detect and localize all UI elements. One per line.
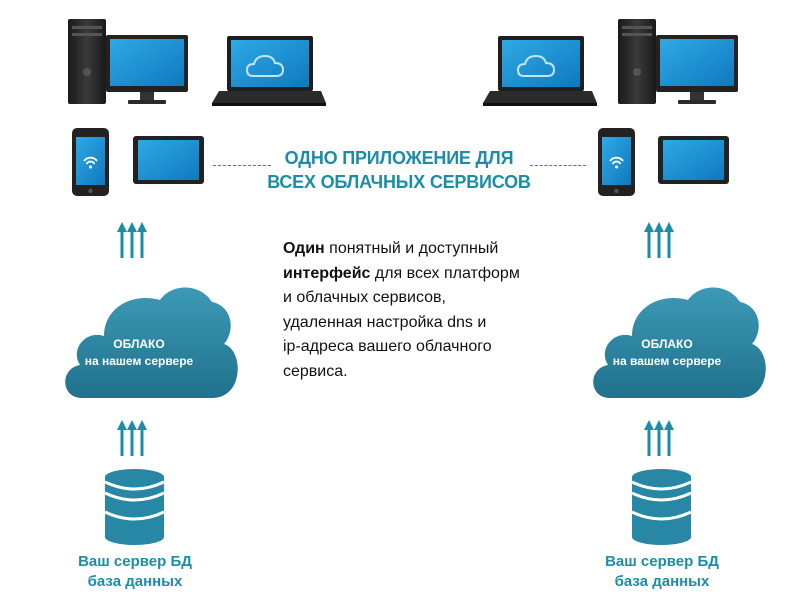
db-right-line-1: Ваш сервер БД [605, 553, 719, 570]
tablet-icon [658, 136, 729, 184]
db-left-line-1: Ваш сервер БД [78, 553, 192, 570]
cloud-left-line-1: ОБЛАКО [113, 337, 165, 351]
up-arrows-icon [117, 420, 147, 456]
database-icon [631, 469, 692, 545]
cloud-icon [593, 287, 766, 398]
description-text: Один понятный и доступный интерфейс для … [283, 237, 583, 384]
desc-line-6: сервиса. [283, 362, 348, 380]
cloud-right-line-2: на вашем сервере [612, 354, 722, 368]
title-line-1: ОДНО ПРИЛОЖЕНИЕ ДЛЯ [284, 148, 514, 168]
connector-line-right [530, 165, 586, 166]
title-line-2: ВСЕХ ОБЛАЧНЫХ СЕРВИСОВ [267, 172, 531, 192]
connector-line-left [213, 165, 271, 166]
db-label-right: Ваш сервер БД база данных [582, 552, 742, 592]
db-label-left: Ваш сервер БД база данных [55, 552, 215, 592]
database-icon [104, 469, 165, 545]
page-title: ОДНО ПРИЛОЖЕНИЕ ДЛЯ ВСЕХ ОБЛАЧНЫХ СЕРВИС… [262, 146, 536, 194]
desktop-computer-icon [618, 19, 738, 104]
cloud-label-left: ОБЛАКО на нашем сервере [64, 336, 214, 370]
smartphone-wifi-icon [72, 128, 109, 196]
smartphone-wifi-icon [598, 128, 635, 196]
desc-bold-interface: интерфейс [283, 264, 371, 282]
desktop-computer-icon [68, 19, 188, 104]
cloud-label-right: ОБЛАКО на вашем сервере [592, 336, 742, 370]
laptop-cloud-icon [212, 36, 326, 106]
desc-text-two: для всех платформ [370, 264, 520, 282]
cloud-left-line-2: на нашем сервере [84, 354, 194, 368]
desc-bold-one: Один [283, 240, 325, 257]
desc-line-3: и облачных сервисов, [283, 289, 446, 306]
db-left-line-2: база данных [87, 573, 183, 590]
desc-text-one: понятный и доступный [324, 240, 499, 257]
desc-line-5: ip-адреса вашего облачного [283, 338, 492, 355]
up-arrows-icon [644, 222, 674, 258]
tablet-icon [133, 136, 204, 184]
up-arrows-icon [117, 222, 147, 258]
desc-line-4: удаленная настройка dns и [283, 313, 487, 331]
cloud-icon [65, 287, 238, 398]
up-arrows-icon [644, 420, 674, 456]
laptop-cloud-icon [483, 36, 597, 106]
cloud-right-line-1: ОБЛАКО [641, 337, 693, 351]
db-right-line-2: база данных [614, 573, 710, 590]
